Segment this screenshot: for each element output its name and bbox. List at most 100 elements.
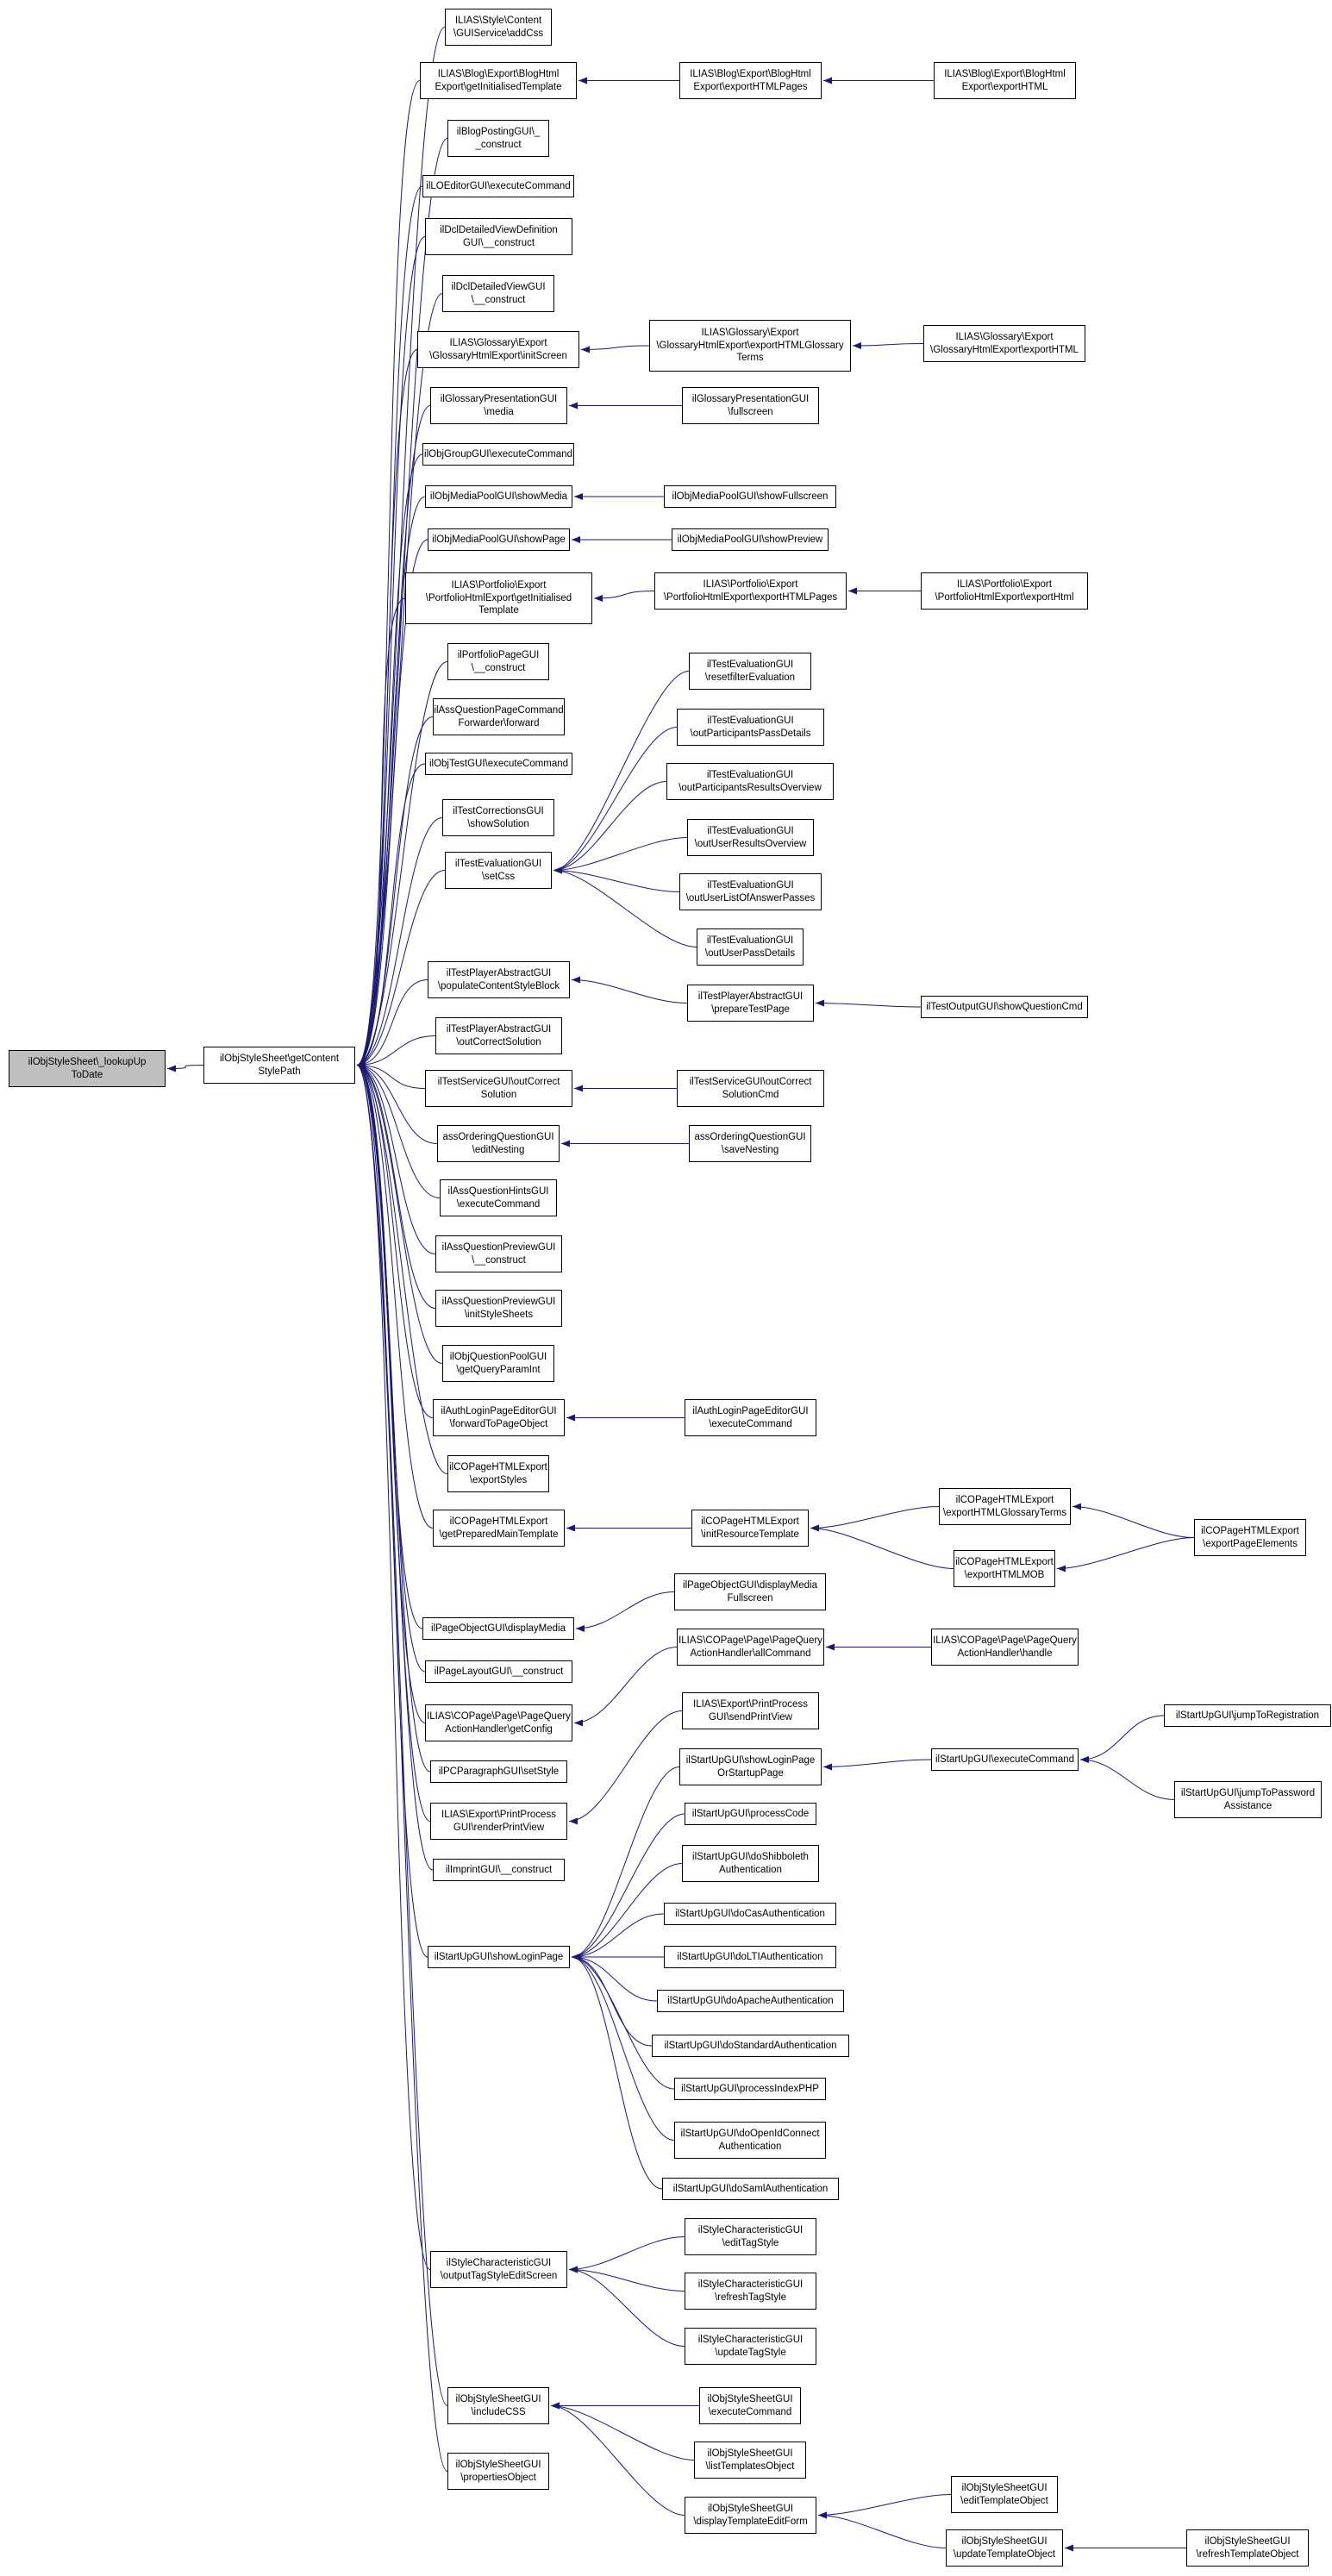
- graph-node-initResTpl[interactable]: ilCOPageHTMLExport\initResourceTemplate: [691, 1510, 809, 1547]
- graph-node-doCas[interactable]: ilStartUpGUI\doCasAuthentication: [664, 1903, 836, 1925]
- edge-processCode-showLogin: [571, 1813, 685, 1960]
- node-label-line: ilTestEvaluationGUI: [454, 858, 542, 869]
- graph-node-prepareTest[interactable]: ilTestPlayerAbstractGUI\prepareTestPage: [687, 985, 814, 1022]
- graph-node-suExec[interactable]: ilStartUpGUI\executeCommand: [931, 1748, 1079, 1771]
- graph-node-groupExec[interactable]: ilObjGroupGUI\executeCommand: [422, 443, 574, 466]
- graph-node-pfExpHtml[interactable]: ILIAS\Portfolio\Export\PortfolioHtmlExpo…: [921, 572, 1088, 610]
- graph-node-mpShowMedia[interactable]: ilObjMediaPoolGUI\showMedia: [425, 485, 572, 508]
- graph-node-pfPageGui[interactable]: ilPortfolioPageGUI\__construct: [447, 643, 549, 680]
- node-label-line: ilTestOutputGUI\showQuestionCmd: [926, 1001, 1083, 1012]
- graph-node-pcParagraph[interactable]: ilPCParagraphGUI\setStyle: [430, 1760, 567, 1783]
- node-label-line: Export\exportHTMLPages: [693, 81, 808, 92]
- graph-node-dispTplEdit[interactable]: ilObjStyleSheetGUI\displayTemplateEditFo…: [685, 2497, 816, 2534]
- graph-node-outUserResults[interactable]: ilTestEvaluationGUI\outUserResultsOvervi…: [687, 819, 814, 856]
- graph-node-expPageElems[interactable]: ilCOPageHTMLExport\exportPageElements: [1194, 1519, 1306, 1556]
- graph-node-authFwd[interactable]: ilAuthLoginPageEditorGUI\forwardToPageOb…: [433, 1399, 565, 1436]
- graph-node-mpShowPrev[interactable]: ilObjMediaPoolGUI\showPreview: [672, 528, 829, 551]
- graph-node-getPrepTpl[interactable]: ilCOPageHTMLExport\getPreparedMainTempla…: [433, 1510, 565, 1547]
- graph-node-outUserList[interactable]: ilTestEvaluationGUI\outUserListOfAnswerP…: [679, 873, 822, 910]
- graph-node-processCode[interactable]: ilStartUpGUI\processCode: [685, 1803, 816, 1825]
- node-label-line: ilObjGroupGUI\executeCommand: [424, 448, 572, 460]
- graph-node-doStandard[interactable]: ilStartUpGUI\doStandardAuthentication: [652, 2035, 849, 2057]
- graph-node-refreshTplObj[interactable]: ilObjStyleSheetGUI\refreshTemplateObject: [1186, 2529, 1309, 2567]
- edge-jumpPwd-suExec: [1079, 1756, 1175, 1800]
- graph-node-glosMedia[interactable]: ilGlossaryPresentationGUI\media: [430, 387, 567, 424]
- graph-node-outputTagStyle[interactable]: ilStyleCharacteristicGUI\outputTagStyleE…: [430, 2251, 567, 2288]
- graph-node-refreshTag[interactable]: ilStyleCharacteristicGUI\refreshTagStyle: [685, 2273, 816, 2310]
- graph-node-editNesting[interactable]: assOrderingQuestionGUI\editNesting: [437, 1125, 560, 1162]
- graph-node-dclView[interactable]: ilDclDetailedViewGUI\__construct: [442, 275, 554, 312]
- graph-node-outPartResults[interactable]: ilTestEvaluationGUI\outParticipantsResul…: [666, 763, 834, 800]
- graph-node-jumpReg[interactable]: ilStartUpGUI\jumpToRegistration: [1164, 1704, 1331, 1727]
- graph-node-editTplObj[interactable]: ilObjStyleSheetGUI\editTemplateObject: [951, 2476, 1058, 2513]
- graph-node-imprint[interactable]: ilImprintGUI\__construct: [433, 1859, 565, 1881]
- graph-node-showLogin[interactable]: ilStartUpGUI\showLoginPage: [428, 1946, 570, 1968]
- edge-mpShowPage-gcs: [356, 539, 428, 1069]
- graph-node-showQuestionCmd[interactable]: ilTestOutputGUI\showQuestionCmd: [921, 996, 1088, 1018]
- graph-node-displayMedia[interactable]: ilPageObjectGUI\displayMedia: [422, 1617, 574, 1640]
- graph-node-qplGetParam[interactable]: ilObjQuestionPoolGUI\getQueryParamInt: [442, 1345, 554, 1382]
- graph-node-setCss[interactable]: ilTestEvaluationGUI\setCss: [445, 852, 552, 889]
- graph-node-saveNesting[interactable]: assOrderingQuestionGUI\saveNesting: [689, 1125, 811, 1162]
- graph-node-glosExpHTML[interactable]: ILIAS\Glossary\Export\GlossaryHtmlExport…: [923, 325, 1085, 362]
- graph-node-loEditor[interactable]: ilLOEditorGUI\executeCommand: [422, 175, 574, 197]
- graph-node-glosFullscreen[interactable]: ilGlossaryPresentationGUI\fullscreen: [682, 387, 819, 424]
- graph-node-doLTI[interactable]: ilStartUpGUI\doLTIAuthentication: [664, 1946, 836, 1968]
- graph-node-exportStyles[interactable]: ilCOPageHTMLExport\exportStyles: [447, 1455, 549, 1492]
- graph-node-pageLayout[interactable]: ilPageLayoutGUI\__construct: [425, 1660, 572, 1683]
- graph-node-addCss[interactable]: ILIAS\Style\Content\GUIService\addCss: [445, 9, 552, 46]
- graph-node-resetFilter[interactable]: ilTestEvaluationGUI\resetfilterEvaluatio…: [689, 653, 811, 690]
- graph-node-mpShowFull[interactable]: ilObjMediaPoolGUI\showFullscreen: [664, 485, 836, 508]
- graph-node-doSaml[interactable]: ilStartUpGUI\doSamlAuthentication: [662, 2178, 839, 2200]
- graph-node-doApache[interactable]: ilStartUpGUI\doApacheAuthentication: [657, 1990, 844, 2012]
- graph-node-expGlosTerms[interactable]: ilCOPageHTMLExport\exportHTMLGlossaryTer…: [939, 1488, 1071, 1525]
- graph-node-propsObj[interactable]: ilObjStyleSheetGUI\propertiesObject: [447, 2453, 549, 2490]
- graph-node-glosInit[interactable]: ILIAS\Glossary\Export\GlossaryHtmlExport…: [417, 331, 579, 368]
- graph-node-blogPosting[interactable]: ilBlogPostingGUI\__construct: [447, 120, 549, 157]
- graph-node-glosExpTerms[interactable]: ILIAS\Glossary\Export\GlossaryHtmlExport…: [649, 320, 851, 372]
- graph-node-processIndex[interactable]: ilStartUpGUI\processIndexPHP: [674, 2078, 826, 2100]
- node-label-line: ilStartUpGUI\jumpToPassword: [1180, 1787, 1316, 1798]
- graph-node-expMOB[interactable]: ilCOPageHTMLExport\exportHTMLMOB: [954, 1550, 1055, 1587]
- graph-node-updateTplObj[interactable]: ilObjStyleSheetGUI\updateTemplateObject: [946, 2529, 1063, 2567]
- node-label-line: ilStyleCharacteristicGUI: [697, 2279, 804, 2290]
- graph-node-mpShowPage[interactable]: ilObjMediaPoolGUI\showPage: [428, 528, 570, 551]
- graph-node-ossExec[interactable]: ilObjStyleSheetGUI\executeCommand: [699, 2387, 801, 2424]
- graph-node-outUserPass[interactable]: ilTestEvaluationGUI\outUserPassDetails: [697, 928, 804, 966]
- graph-node-testExec[interactable]: ilObjTestGUI\executeCommand: [425, 753, 572, 775]
- graph-node-outPartPass[interactable]: ilTestEvaluationGUI\outParticipantsPassD…: [677, 709, 824, 746]
- graph-node-editTag[interactable]: ilStyleCharacteristicGUI\editTagStyle: [685, 2218, 816, 2255]
- graph-node-hintsExec[interactable]: ilAssQuestionHintsGUI\executeCommand: [440, 1179, 557, 1216]
- graph-node-listTpl[interactable]: ilObjStyleSheetGUI\listTemplatesObject: [694, 2442, 806, 2479]
- graph-node-prevInitStyles[interactable]: ilAssQuestionPreviewGUI\initStyleSheets: [435, 1290, 562, 1327]
- graph-node-updateTag[interactable]: ilStyleCharacteristicGUI\updateTagStyle: [685, 2328, 816, 2365]
- graph-node-playerOutCorr[interactable]: ilTestPlayerAbstractGUI\outCorrectSoluti…: [435, 1017, 562, 1054]
- graph-node-authExec[interactable]: ilAuthLoginPageEditorGUI\executeCommand: [685, 1399, 816, 1436]
- graph-node-pfGetTpl[interactable]: ILIAS\Portfolio\Export\PortfolioHtmlExpo…: [405, 572, 592, 624]
- edge-prepareTest-populateCSB: [571, 976, 688, 1004]
- graph-node-prevConstruct[interactable]: ilAssQuestionPreviewGUI\__construct: [435, 1235, 562, 1272]
- graph-node-pfExpPages[interactable]: ILIAS\Portfolio\Export\PortfolioHtmlExpo…: [654, 572, 847, 610]
- graph-node-populateCSB[interactable]: ilTestPlayerAbstractGUI\populateContentS…: [428, 961, 570, 998]
- graph-node-includeCSS[interactable]: ilObjStyleSheetGUI\includeCSS: [447, 2387, 549, 2424]
- graph-node-testCorr[interactable]: ilTestCorrectionsGUI\showSolution: [442, 799, 554, 836]
